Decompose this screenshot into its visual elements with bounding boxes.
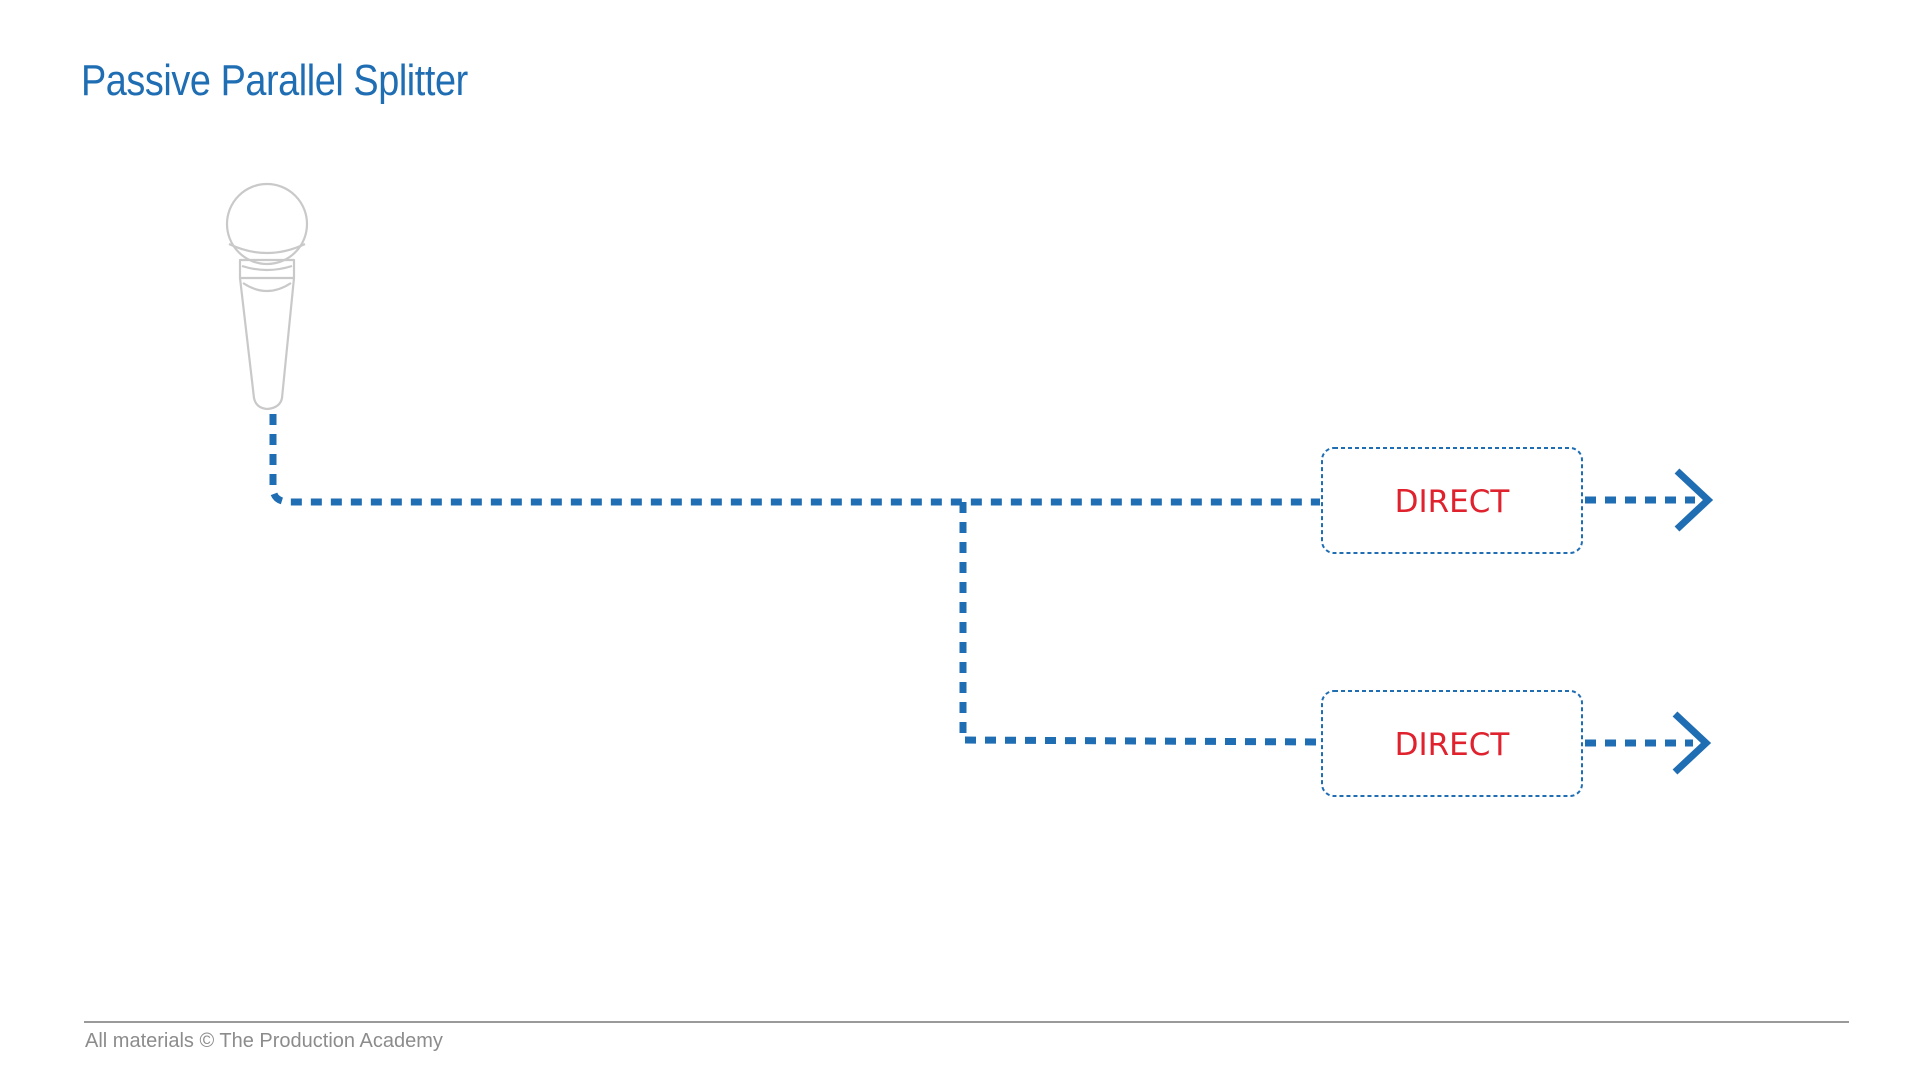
direct-label: DIRECT — [1395, 727, 1511, 763]
arrow-right-icon — [1674, 468, 1714, 532]
direct-box-2: DIRECT — [1321, 690, 1583, 797]
microphone-icon — [225, 182, 309, 411]
page-title: Passive Parallel Splitter — [81, 56, 468, 105]
signal-lines — [269, 414, 1695, 747]
split-branch — [959, 502, 1321, 746]
direct-label: DIRECT — [1395, 484, 1511, 520]
direct-box-1: DIRECT — [1321, 447, 1583, 554]
arrow-right-icon — [1672, 711, 1712, 775]
footer-copyright: All materials © The Production Academy — [85, 1030, 443, 1052]
footer-rule — [84, 1021, 1849, 1023]
mic-cable — [269, 414, 1320, 506]
